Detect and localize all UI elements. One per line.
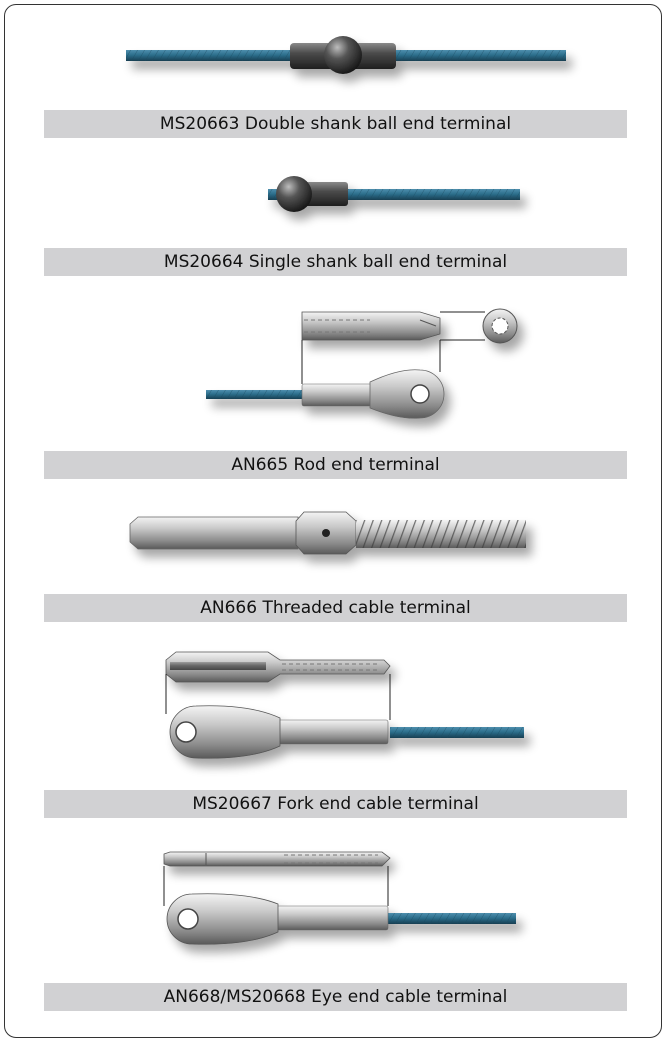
ms20664-terminal xyxy=(268,176,520,212)
an668-terminal xyxy=(163,851,516,945)
caption-ms20667: MS20667 Fork end cable terminal xyxy=(44,790,627,818)
caption-ms20663: MS20663 Double shank ball end terminal xyxy=(44,110,627,138)
caption-an668: AN668/MS20668 Eye end cable terminal xyxy=(44,983,627,1011)
caption-ms20664: MS20664 Single shank ball end terminal xyxy=(44,248,627,276)
caption-an665: AN665 Rod end terminal xyxy=(44,451,627,479)
an665-terminal xyxy=(206,308,518,419)
caption-an666: AN666 Threaded cable terminal xyxy=(44,594,627,622)
an666-terminal xyxy=(129,511,526,555)
ms20663-terminal xyxy=(126,36,566,74)
ms20667-terminal xyxy=(165,651,524,759)
